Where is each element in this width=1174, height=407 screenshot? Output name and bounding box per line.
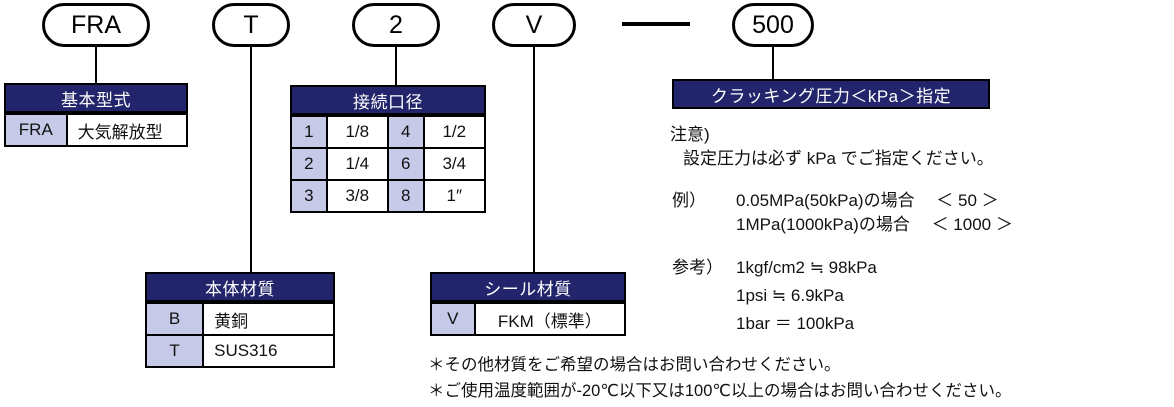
seal-material-desc-v: FKM（標準） [473, 302, 627, 336]
code-bubble-label: 500 [752, 10, 794, 39]
code-bubble-label: V [525, 10, 543, 39]
basic-model-desc: 大気解放型 [65, 113, 189, 147]
table-row: 2 1/4 6 3/4 [290, 147, 487, 181]
table-row: 1 1/8 4 1/2 [290, 115, 487, 149]
body-material-header-label: 本体材質 [205, 279, 275, 299]
port-size-header-label: 接続口径 [353, 92, 423, 112]
code-bubble-cracking-pressure: 500 [732, 3, 814, 47]
port-size-code-2: 2 [290, 147, 328, 181]
port-size-header: 接続口径 [290, 85, 486, 115]
table-row: V FKM（標準） [430, 302, 627, 336]
basic-model-code: FRA [4, 113, 68, 147]
table-row: 3 3/8 8 1″ [290, 179, 487, 213]
body-material-table: B 黄銅 T SUS316 [144, 302, 335, 368]
code-bubble-basic-model: FRA [42, 3, 150, 47]
seal-material-header: シール材質 [430, 272, 626, 302]
code-bubble-seal-material: V [492, 3, 576, 47]
connector-cracking-pressure [772, 47, 774, 79]
port-size-code-1: 1 [290, 115, 328, 149]
code-bubble-body-material: T [212, 3, 290, 47]
reference-line-3: 1bar ＝ 100kPa [736, 314, 855, 333]
code-bubble-label: 2 [389, 10, 403, 39]
connector-port-size [395, 47, 397, 85]
port-size-code-3: 3 [290, 179, 328, 213]
port-size-table: 1 1/8 4 1/2 2 1/4 6 3/4 3 3/8 8 1″ [290, 115, 487, 213]
basic-model-header: 基本型式 [4, 83, 188, 113]
caution-title: 注意) [670, 125, 710, 144]
example-line-2: 1MPa(1000kPa)の場合 ＜ 1000 ＞ [736, 215, 1013, 234]
body-material-header: 本体材質 [145, 272, 335, 302]
body-material-desc-t: SUS316 [202, 334, 335, 368]
cracking-pressure-header: クラッキング圧力＜kPa＞指定 [672, 79, 990, 109]
body-material-code-b: B [144, 302, 205, 336]
basic-model-header-label: 基本型式 [61, 90, 131, 110]
seal-material-table: V FKM（標準） [430, 302, 627, 336]
footnote-line-2: ＊ご使用温度範囲が-20℃以下又は100℃以上の場合はお問い合わせください。 [428, 382, 1012, 400]
connector-body-material [250, 47, 252, 272]
port-size-value-6: 3/4 [422, 147, 487, 181]
seal-material-header-label: シール材質 [484, 279, 572, 299]
connector-seal-material [533, 47, 535, 272]
caution-text: 設定圧力は必ず kPa でご指定ください。 [683, 149, 994, 168]
reference-line-1: 1kgf/cm2 ≒ 98kPa [736, 258, 877, 277]
body-material-desc-b: 黄銅 [202, 302, 335, 336]
code-separator-dash [622, 22, 690, 26]
basic-model-table: FRA 大気解放型 [4, 113, 189, 147]
code-bubble-label: FRA [71, 10, 121, 39]
seal-material-code-v: V [430, 302, 476, 336]
reference-label: 参考） [672, 258, 723, 277]
port-size-value-1: 1/8 [325, 115, 389, 149]
reference-line-2: 1psi ≒ 6.9kPa [736, 286, 844, 305]
footnote-line-1: ＊その他材質をご希望の場合はお問い合わせください。 [428, 356, 841, 374]
example-line-1: 0.05MPa(50kPa)の場合 ＜ 50 ＞ [736, 191, 999, 210]
example-label: 例） [672, 191, 706, 210]
port-size-code-4: 4 [386, 115, 425, 149]
connector-basic-model [95, 47, 97, 83]
code-bubble-label: T [243, 10, 259, 39]
port-size-value-3: 3/8 [325, 179, 389, 213]
code-bubble-port-size: 2 [352, 3, 440, 47]
table-row: T SUS316 [144, 334, 335, 368]
port-size-value-8: 1″ [422, 179, 487, 213]
body-material-code-t: T [144, 334, 205, 368]
port-size-code-8: 8 [386, 179, 425, 213]
port-size-value-2: 1/4 [325, 147, 389, 181]
cracking-pressure-header-label: クラッキング圧力＜kPa＞指定 [710, 86, 952, 106]
port-size-value-4: 1/2 [422, 115, 487, 149]
port-size-code-6: 6 [386, 147, 425, 181]
table-row: FRA 大気解放型 [4, 113, 189, 147]
table-row: B 黄銅 [144, 302, 335, 336]
